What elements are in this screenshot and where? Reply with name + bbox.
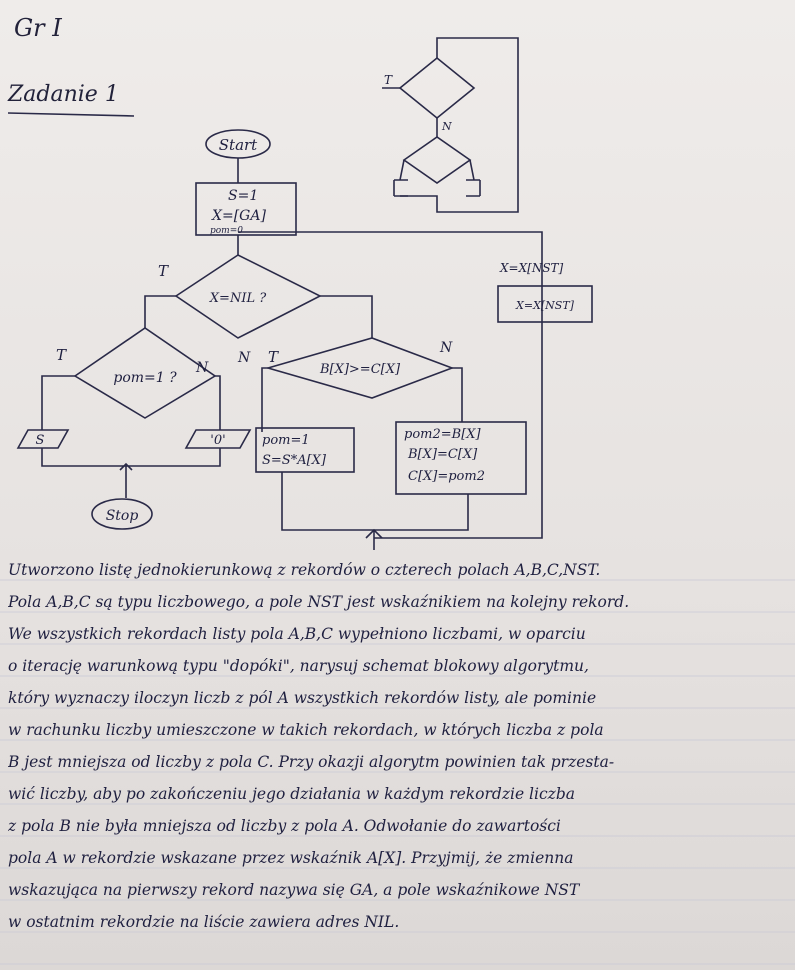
text-line-12: w ostatnim rekordzie na liście zawiera a… <box>8 913 400 931</box>
task-description: Utworzono listę jednokierunkową z rekord… <box>8 554 790 938</box>
text-line-5: który wyznaczy iloczyn liczb z pól A wsz… <box>8 689 597 707</box>
text-line-8: wić liczby, aby po zakończeniu jego dzia… <box>8 785 575 803</box>
cond-pom-label: pom=1 ? <box>113 370 177 386</box>
next-label: X=X[NST] <box>499 261 564 275</box>
stop-label: Stop <box>106 508 139 524</box>
flowchart: Start S=1 X=[GA] pom=0 X=NIL ? pom=1 ? B… <box>16 37 593 550</box>
proc-pom-label: pom=1 <box>262 433 310 448</box>
text-line-3: We wszystkich rekordach listy pola A,B,C… <box>8 625 586 643</box>
cond-nil-label: X=NIL ? <box>209 291 267 306</box>
swap-block <box>395 421 527 495</box>
text-line-7: B jest mniejsza od liczby z pola C. Przy… <box>8 753 615 771</box>
init-pom-label: pom=0 <box>210 226 243 236</box>
text-line-6: w rachunku liczby umieszczone w takich r… <box>8 721 604 739</box>
pom-yes-label: T <box>56 346 67 364</box>
text-line-2: Pola A,B,C są typu liczbowego, a pole NS… <box>8 593 630 611</box>
bc-no-label: N <box>439 340 453 356</box>
out-s-label: S <box>36 433 45 448</box>
bc-yes-label: T <box>268 348 279 366</box>
cond-bc-label: B[X]>=C[X] <box>319 362 401 377</box>
text-line-4: o iterację warunkową typu "dopóki", nary… <box>8 657 589 675</box>
text-line-11: wskazująca na pierwszy rekord nazywa się… <box>8 881 580 899</box>
swap3-label: C[X]=pom2 <box>408 469 485 484</box>
next-record-block <box>497 285 593 323</box>
group-heading: Gr I <box>14 14 62 42</box>
init-block <box>195 182 297 236</box>
next-box-label: X=X[NST] <box>515 299 575 312</box>
sketch-decision-top <box>398 56 476 120</box>
text-line-10: pola A w rekordzie wskazane przez wskaźn… <box>8 849 574 867</box>
proc-s-label: S=S*A[X] <box>262 453 327 468</box>
swap2-label: B[X]=C[X] <box>407 447 478 462</box>
nil-no-label: N <box>237 350 251 366</box>
start-label: Start <box>219 136 258 154</box>
init-s-label: S=1 <box>228 188 258 204</box>
sketch-yes-label: T <box>384 73 393 87</box>
text-line-1: Utworzono listę jednokierunkową z rekord… <box>8 561 601 579</box>
nil-yes-label: T <box>158 262 169 280</box>
task-heading: Zadanie 1 <box>8 82 119 107</box>
output-zero <box>184 429 252 449</box>
product-block <box>255 427 355 473</box>
pom-no-label: N <box>195 360 209 376</box>
sketch-decision-bottom <box>402 136 472 184</box>
swap1-label: pom2=B[X] <box>404 427 482 442</box>
sketch-no-label: N <box>441 120 452 133</box>
init-x-label: X=[GA] <box>211 208 266 224</box>
text-line-9: z pola B nie była mniejsza od liczby z p… <box>8 817 561 835</box>
output-s <box>16 429 70 449</box>
out-zero-label: '0' <box>210 433 225 448</box>
